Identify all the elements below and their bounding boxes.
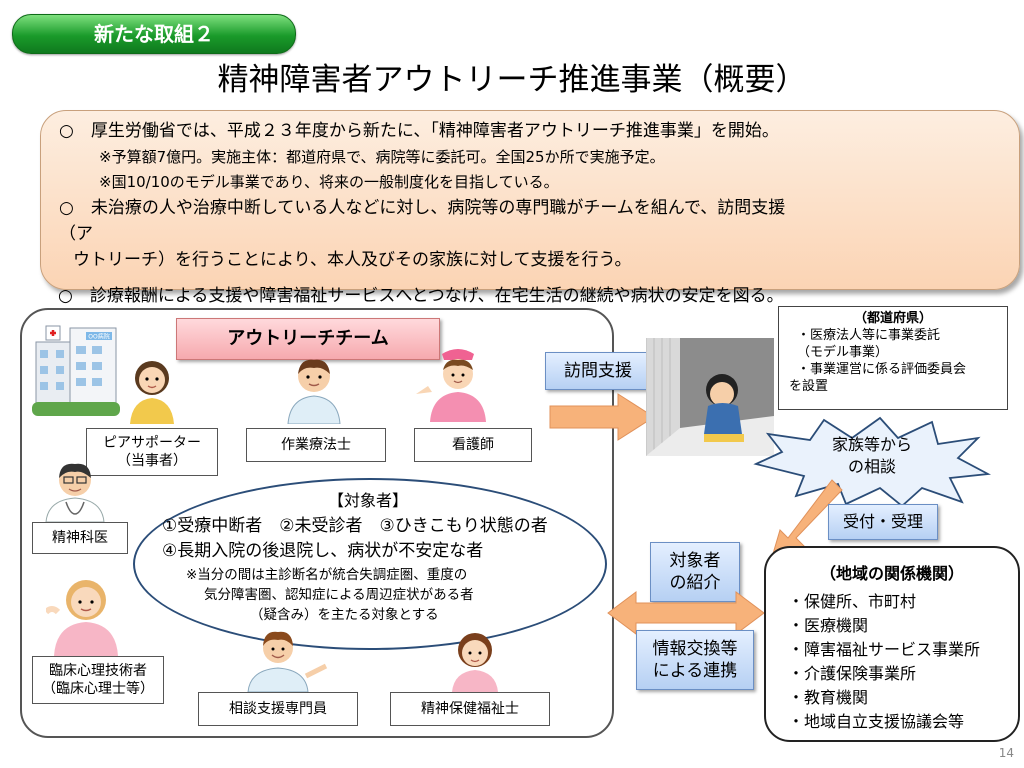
- summary-line-7: ○ 診療報酬による支援や障害福祉サービスへとつなげ、在宅生活の継続や病状の安定を…: [58, 286, 784, 306]
- prefecture-line-1: ・医療法人等に事業委託: [797, 328, 941, 343]
- referral-line-2: の紹介: [669, 573, 721, 593]
- org-item: ・医療機関: [788, 616, 869, 635]
- target-line-2: ④長期入院の後退院し、病状が不安定な者: [162, 541, 484, 561]
- prefecture-line-4: を設置: [789, 379, 829, 394]
- counselor-icon: [247, 631, 328, 692]
- clinical-psychologist-icon: [46, 580, 118, 656]
- nurse-label: 看護師: [414, 428, 532, 462]
- summary-line-5: （ア: [59, 224, 93, 244]
- reception-label: 受付・受理: [828, 504, 938, 540]
- target-heading: 【対象者】: [327, 491, 408, 510]
- psw-icon: [452, 633, 498, 692]
- hospital-icon: OO病院: [32, 325, 120, 416]
- summary-line-6: ウトリーチ）を行うことにより、本人及びその家族に対して支援を行う。: [73, 250, 632, 270]
- prefecture-line-3: ・事業運営に係る評価委員会: [797, 362, 967, 377]
- visit-support-label: 訪問支援: [545, 352, 651, 390]
- exchange-line-2: による連携: [652, 661, 738, 681]
- orgs-heading: （地域の関係機関）: [819, 564, 964, 583]
- org-item: ・保健所、市町村: [788, 592, 917, 611]
- family-line-2: の相談: [847, 457, 896, 476]
- clinical-psychologist-title: 臨床心理技術者: [49, 663, 147, 679]
- psychiatrist-icon: [45, 463, 105, 522]
- hospital-sign-text: OO病院: [88, 333, 109, 341]
- target-note-1: ※当分の間は主診断名が統合失調症圏、重度の: [186, 567, 468, 583]
- clinical-psychologist-label: 臨床心理技術者 （臨床心理士等）: [32, 656, 164, 704]
- summary-box: ○ 厚生労働省では、平成２３年度から新たに、「精神障害者アウトリーチ推進事業」を…: [40, 110, 1020, 290]
- referral-line-1: 対象者: [669, 551, 721, 571]
- outreach-team-title: アウトリーチチーム: [176, 318, 440, 360]
- target-note-3: （疑含み）を主たる対象とする: [250, 607, 439, 623]
- summary-line-1: ○ 厚生労働省では、平成２３年度から新たに、「精神障害者アウトリーチ推進事業」を…: [59, 121, 779, 141]
- family-consultation-burst: [753, 416, 992, 508]
- psw-label: 精神保健福祉士: [390, 692, 550, 726]
- peer-supporter-title: ピアサポーター: [103, 435, 201, 451]
- target-line-1: ①受療中断者 ②未受診者 ③ひきこもり状態の者: [162, 516, 548, 536]
- local-organizations-box: （地域の関係機関） ・保健所、市町村 ・医療機関 ・障害福祉サービス事業所 ・介…: [764, 546, 1020, 742]
- prefecture-line-2: （モデル事業）: [797, 345, 889, 360]
- nurse-icon: [416, 349, 486, 422]
- peer-supporter-label: ピアサポーター （当事者）: [86, 428, 218, 476]
- peer-supporter-subtitle: （当事者）: [117, 453, 187, 469]
- family-consultation-text: 家族等から の相談: [752, 434, 992, 478]
- family-line-1: 家族等から: [831, 435, 912, 454]
- target-note-2: 気分障害圏、認知症による周辺症状がある者: [204, 587, 474, 603]
- summary-line-4: ○ 未治療の人や治療中断している人などに対し、病院等の専門職がチームを組んで、訪…: [59, 198, 786, 218]
- section-tag: 新たな取組２: [12, 14, 296, 54]
- counselor-label: 相談支援専門員: [198, 692, 358, 726]
- summary-line-3: ※国10/10のモデル事業であり、将来の一般制度化を目指している。: [99, 173, 559, 191]
- prefecture-note-box: （都道府県） ・医療法人等に事業委託 （モデル事業） ・事業運営に係る評価委員会…: [778, 306, 1008, 410]
- summary-line-2: ※予算額7億円。実施主体：都道府県で、病院等に委託可。全国25か所で実施予定。: [99, 148, 665, 166]
- peer-supporter-icon: [130, 361, 174, 424]
- target-ellipse: [133, 478, 607, 650]
- occupational-therapist-label: 作業療法士: [246, 428, 386, 462]
- exchange-line-1: 情報交換等: [652, 639, 738, 659]
- occupational-therapist-icon: [287, 359, 341, 424]
- prefecture-heading: （都道府県）: [853, 311, 932, 326]
- org-item: ・障害福祉サービス事業所: [788, 640, 981, 659]
- clinical-psychologist-subtitle: （臨床心理士等）: [42, 681, 154, 697]
- page-number: 14: [998, 746, 1014, 760]
- withdrawn-person-scene: [646, 338, 774, 456]
- referral-label: 対象者 の紹介: [650, 542, 740, 602]
- org-item: ・地域自立支援協議会等: [788, 712, 965, 731]
- visit-arrow: [549, 393, 655, 441]
- psychiatrist-label: 精神科医: [32, 522, 128, 554]
- org-item: ・教育機関: [788, 688, 869, 707]
- exchange-label: 情報交換等 による連携: [636, 630, 754, 690]
- page-title: 精神障害者アウトリーチ推進事業（概要）: [217, 62, 807, 98]
- org-item: ・介護保険事業所: [788, 664, 917, 683]
